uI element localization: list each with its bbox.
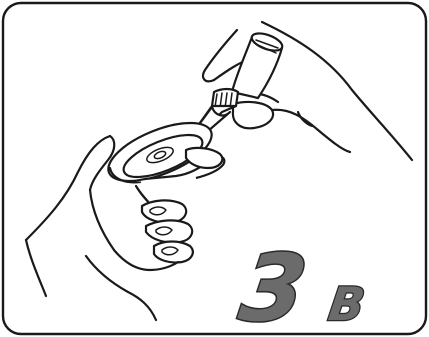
illustration-svg: 3 B: [0, 0, 429, 337]
instruction-illustration: 3 B: [0, 0, 429, 337]
